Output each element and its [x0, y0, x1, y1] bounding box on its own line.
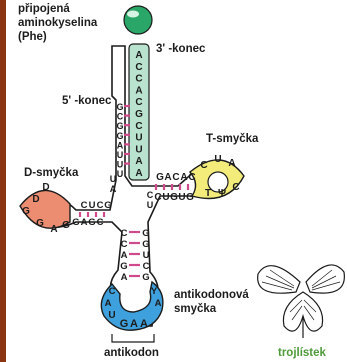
d-loop-base: G — [22, 206, 30, 217]
t-stem-top-base: A — [164, 172, 171, 183]
anticodon-loop-base: C — [109, 286, 116, 297]
acceptor-5prime-base: U — [117, 150, 124, 160]
anticodon-stem-left-base: A — [121, 272, 128, 283]
t-stem-top-base: A — [180, 172, 187, 183]
anticodon-stem-left-base: C — [121, 228, 128, 239]
d-loop-base: G — [62, 220, 70, 231]
d-stem-top-base: G — [104, 200, 111, 211]
anticodon-base: A — [140, 318, 148, 330]
anticodon-stem-right-base: G — [142, 239, 149, 250]
d-stem-bottom-base: A — [81, 217, 88, 228]
t-stem-bottom-base: C — [154, 192, 161, 203]
anticodon-stem-left-base: C — [121, 239, 128, 250]
t-stem-top-base: C — [172, 172, 179, 183]
anticodon-stem-right-base: G — [142, 272, 149, 283]
acceptor-3prime-base: A — [135, 85, 142, 96]
amino-acid-label-line3: (Phe) — [18, 31, 47, 43]
t-loop-base: C — [232, 182, 239, 193]
acceptor-3prime-base: C — [135, 74, 142, 85]
acceptor-3prime-base: G — [135, 109, 143, 120]
d-loop-base: G — [36, 218, 44, 229]
t-stem-top-base: C — [188, 172, 195, 183]
amino-acid-highlight — [127, 11, 139, 18]
acceptor-3prime-base: C — [135, 97, 142, 108]
anticodon-base: A — [130, 318, 138, 330]
trefoil-icon — [258, 265, 345, 338]
acceptor-3prime-base: C — [135, 62, 142, 73]
anticodon-loop-base: A — [155, 298, 162, 309]
anticodon-base: G — [120, 318, 129, 330]
acceptor-3prime-base: U — [135, 133, 142, 144]
anticodon-stem-right-base: U — [143, 250, 150, 261]
d-arm-base: U — [110, 174, 117, 184]
t-stem-bottom-base: G — [186, 192, 194, 203]
t-loop-base: Ψ — [218, 188, 226, 199]
amino-acid-label-line2: aminokyselina — [18, 17, 98, 29]
t-extra-base: U — [147, 200, 154, 210]
t-loop-base: T — [205, 188, 211, 199]
d-stem-top-base: C — [81, 200, 88, 211]
anticodon-loop-base: Y — [151, 286, 158, 297]
d-stem-bottom-base: G — [88, 217, 95, 228]
anticodon-loop-label-line1: antikodonová — [174, 289, 249, 301]
acceptor-5prime-base: C — [117, 112, 124, 122]
t-loop-base: U — [214, 154, 221, 165]
five-prime-label: 5' -konec — [62, 95, 112, 107]
d-loop-base: D — [32, 194, 39, 205]
acceptor-5prime-base: G — [116, 102, 123, 112]
acceptor-5prime-base: A — [117, 140, 124, 150]
acceptor-3prime-base: U — [135, 144, 142, 155]
d-stem-bottom-base: G — [72, 217, 79, 228]
d-loop-base: D — [42, 182, 49, 193]
t-stem-top-base: G — [156, 172, 164, 183]
acceptor-5prime-base: U — [117, 160, 124, 170]
t-stem-bottom-base: U — [178, 192, 185, 203]
d-stem-bottom-base: C — [97, 217, 104, 228]
acceptor-3prime-base: A — [135, 168, 142, 179]
anticodon-stem-right-base: C — [143, 261, 150, 272]
t-loop-base: A — [228, 158, 235, 169]
acceptor-3prime-base: C — [135, 121, 142, 132]
anticodon-bracket — [112, 334, 154, 342]
trefoil-label: trojlístek — [278, 347, 327, 359]
anticodon-stem-left-base: G — [120, 261, 127, 272]
acceptor-3prime-base: A — [135, 156, 142, 167]
d-stem-top-base: C — [97, 200, 104, 211]
acceptor-5prime-base: U — [117, 169, 124, 179]
d-stem-top-base: U — [89, 200, 96, 211]
t-loop-label: T-smyčka — [206, 133, 259, 145]
t-loop-base: C — [200, 160, 207, 171]
acceptor-base-pairs — [124, 106, 130, 164]
three-prime-label: 3' -konec — [156, 43, 206, 55]
t-stem-bottom-base: G — [170, 192, 178, 203]
anticodon-stem-left-base: A — [121, 250, 128, 261]
t-extra-base: C — [147, 190, 154, 200]
anticodon-loop-label-line2: smyčka — [174, 303, 217, 315]
d-loop-label: D-smyčka — [24, 167, 79, 179]
d-loop-base: A — [50, 224, 57, 235]
anticodon-loop-base: U — [108, 310, 115, 321]
anticodon-loop-base: A — [105, 298, 112, 309]
acceptor-5prime-base: G — [116, 121, 123, 131]
t-stem-bottom-base: U — [162, 192, 169, 203]
d-arm-base: A — [110, 184, 117, 194]
acceptor-5prime-base: G — [116, 131, 123, 141]
amino-acid-label-line1: připojená — [18, 3, 70, 15]
acceptor-3prime-base: A — [135, 50, 142, 61]
amino-acid-ball — [124, 6, 152, 34]
anticodon-label: antikodon — [104, 347, 159, 359]
anticodon-stem-right-base: G — [142, 228, 149, 239]
